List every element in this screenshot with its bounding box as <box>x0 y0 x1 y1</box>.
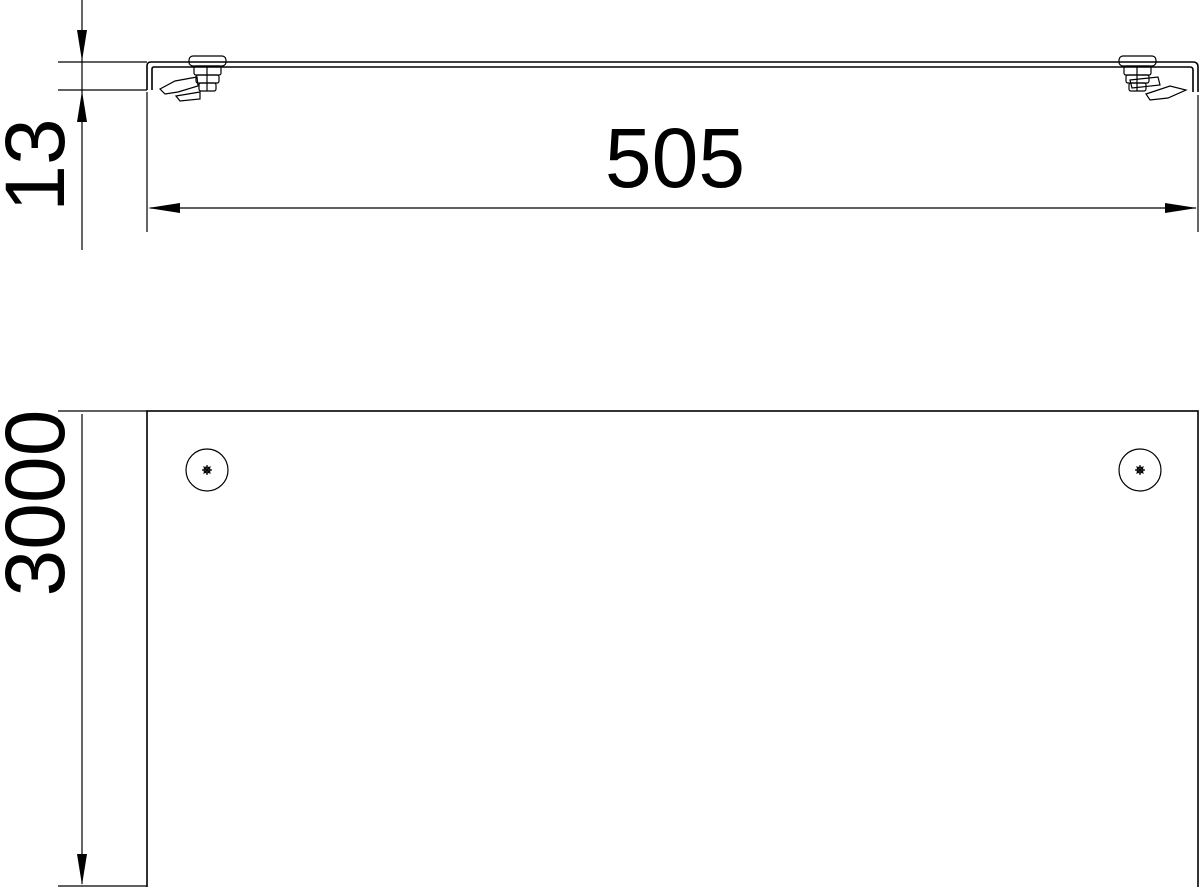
width-dimension: 505 <box>146 92 1199 232</box>
cover-profile-view: 505 13 <box>0 0 1199 250</box>
left-fastener-icon <box>185 448 229 492</box>
cover-plate-inner <box>151 66 1194 92</box>
length-dimension-label: 3000 <box>0 410 82 597</box>
cover-plate-outer <box>146 61 1199 92</box>
right-latch-icon <box>1118 55 1188 101</box>
length-dimension: 3000 <box>0 410 147 887</box>
cover-plan-view: 3000 <box>0 410 1199 887</box>
thickness-dimension: 13 <box>0 0 147 250</box>
left-latch-icon <box>159 55 227 102</box>
right-fastener-icon <box>1118 448 1162 492</box>
cover-plan-outline <box>146 410 1199 887</box>
thickness-dimension-label: 13 <box>0 118 82 211</box>
width-dimension-label: 505 <box>605 111 745 205</box>
